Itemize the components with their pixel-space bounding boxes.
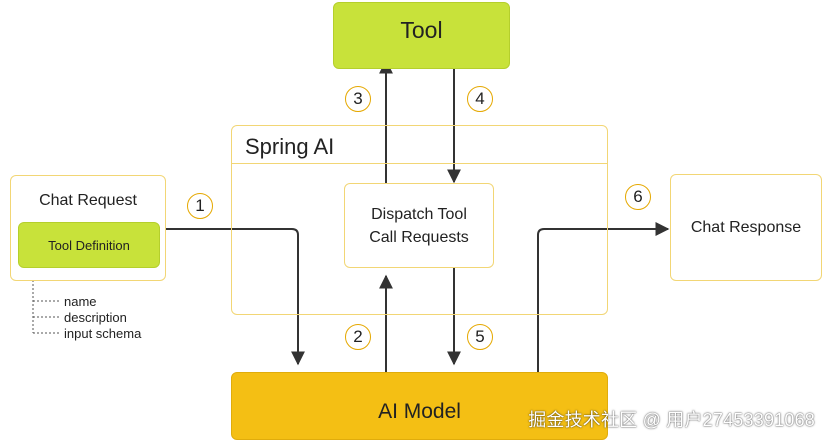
- field-input-schema: input schema: [64, 326, 142, 341]
- field-name: name: [64, 294, 97, 309]
- field-description: description: [64, 310, 127, 325]
- ai-model-box: [231, 372, 608, 440]
- tool-definition-label: Tool Definition: [48, 238, 130, 253]
- arrow-model-to-response: [537, 222, 670, 372]
- step-4-badge: 4: [467, 86, 493, 112]
- watermark-text: 掘金技术社区 @ 用户2745339106​8: [528, 410, 815, 430]
- tool-definition-box: [18, 222, 160, 268]
- ai-model-label: AI Model: [378, 400, 461, 423]
- step-5-badge: 5: [467, 324, 493, 350]
- field-tree-connector: [32, 268, 60, 334]
- tool-box: [333, 2, 510, 69]
- arrow-request-to-model: [166, 228, 305, 366]
- spring-ai-container: [231, 125, 608, 315]
- chat-response-box: [670, 174, 822, 281]
- step-2-badge: 2: [345, 324, 371, 350]
- spring-ai-header-divider: [232, 163, 607, 164]
- tool-label: Tool: [400, 17, 443, 43]
- step-3-badge: 3: [345, 86, 371, 112]
- spring-ai-label: Spring AI: [245, 134, 335, 159]
- chat-request-label: Chat Request: [39, 192, 137, 209]
- dispatch-label-line1: Dispatch Tool: [371, 206, 467, 223]
- dispatch-label-line2: Call Requests: [369, 229, 469, 246]
- step-6-badge: 6: [625, 184, 651, 210]
- chat-response-label: Chat Response: [690, 219, 802, 236]
- step-1-badge: 1: [187, 193, 213, 219]
- dispatch-box: [344, 183, 494, 268]
